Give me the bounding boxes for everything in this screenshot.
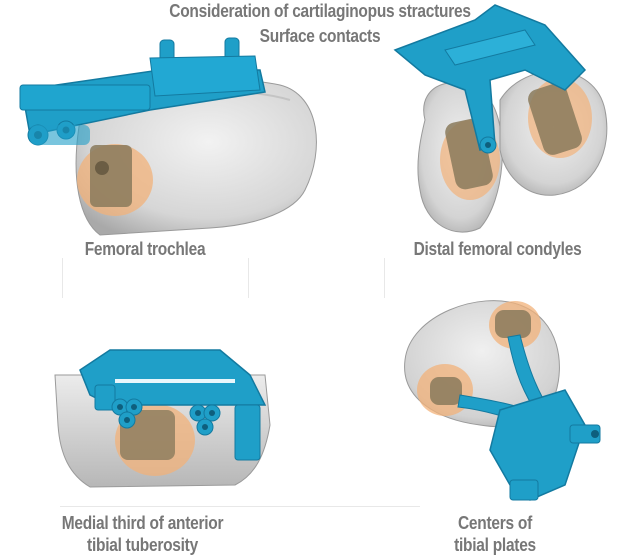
anterior-tibial-tuberosity-illustration — [50, 345, 280, 505]
panel-divider-right — [384, 258, 385, 298]
femoral-trochlea-illustration — [10, 30, 330, 240]
distal-femoral-condyles-illustration — [385, 0, 620, 240]
caption-tibial-tuberosity-line-1: Medial third of anterior — [50, 512, 235, 534]
caption-tibial-plates-line-1: Centers of — [413, 512, 576, 534]
tibial-plates-illustration — [390, 285, 615, 505]
caption-tibial-tuberosity-line-2: tibial tuberosity — [50, 534, 235, 556]
contact-pad — [90, 145, 132, 207]
panel-divider-mid — [248, 258, 249, 298]
caption-distal-femoral-condyles: Distal femoral condyles — [405, 238, 590, 260]
panel-divider-bottom — [60, 506, 420, 507]
caption-tibial-plates-line-2: tibial plates — [413, 534, 576, 556]
caption-femoral-trochlea: Femoral trochlea — [63, 238, 226, 260]
panel-divider-left — [62, 258, 63, 298]
